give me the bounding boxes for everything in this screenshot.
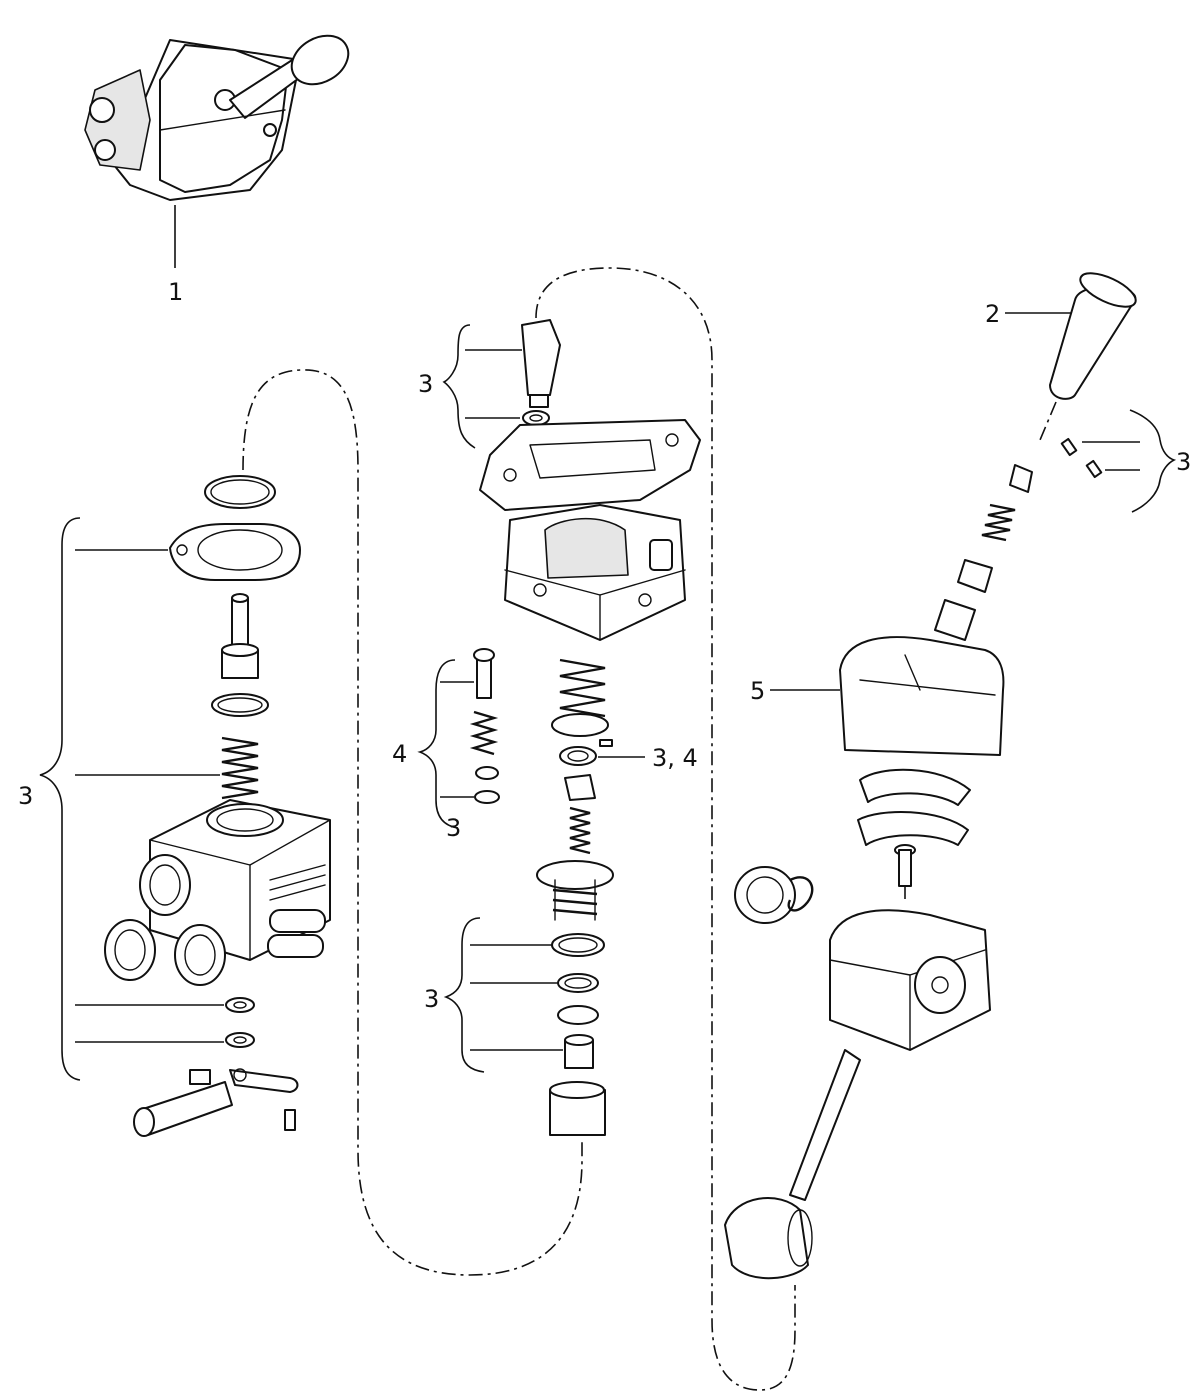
callout-3-4: 3, 4	[652, 744, 698, 772]
callout-3-center-small: 3	[446, 814, 461, 842]
callout-3-left: 3	[18, 782, 33, 810]
callout-2: 2	[985, 300, 1000, 328]
left-column-parts: 3	[18, 475, 331, 1137]
callout-1: 1	[168, 278, 183, 306]
callout-4: 4	[392, 740, 407, 768]
right-column-parts: 2 3 5	[724, 272, 1191, 1280]
callout-5: 5	[750, 677, 765, 705]
center-column-parts: 3 3, 4 4 3 3	[392, 319, 701, 1136]
assembly-path-lines	[242, 267, 1057, 1391]
complete-valve-assembly: 1	[84, 34, 350, 306]
callout-3-upper-right: 3	[1176, 448, 1191, 476]
callout-3-center-top: 3	[418, 370, 433, 398]
callout-3-center-bottom: 3	[424, 985, 439, 1013]
